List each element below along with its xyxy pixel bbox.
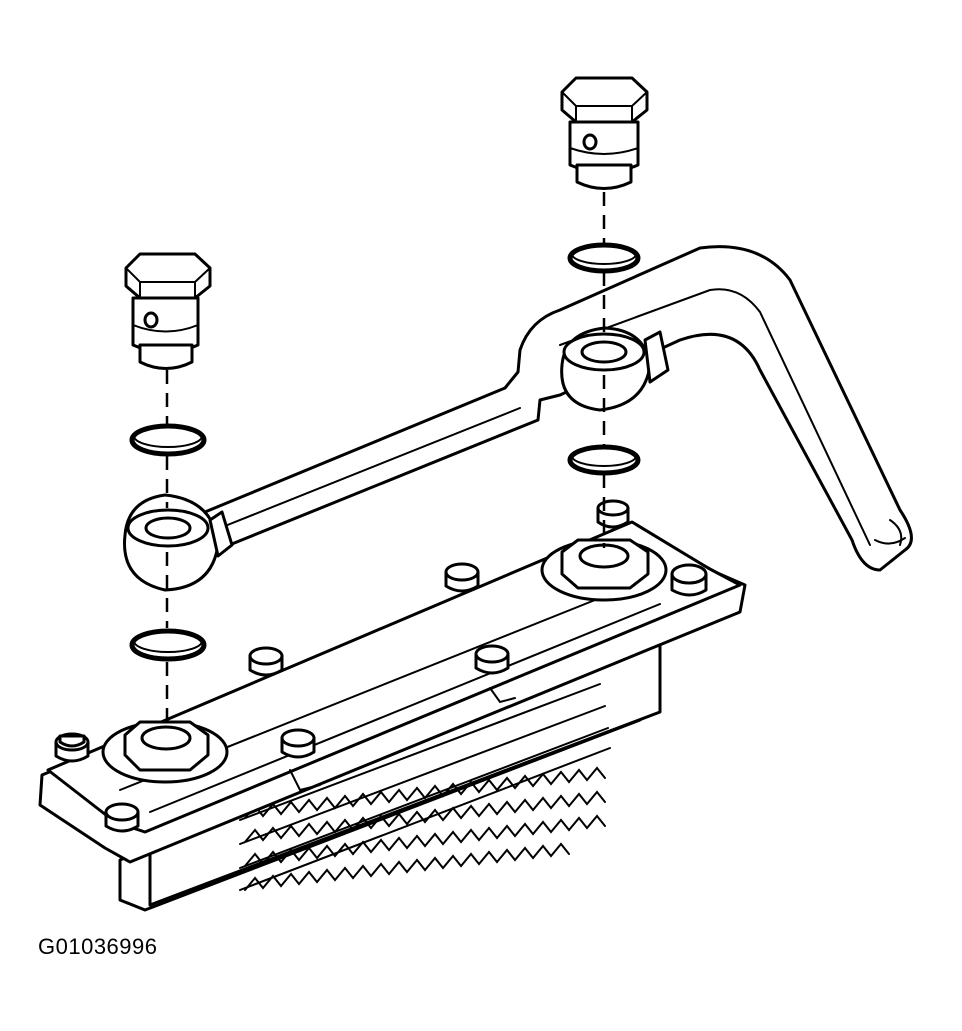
cooler-port-left <box>101 720 229 784</box>
sealing-washer <box>129 628 207 662</box>
mounting-bolt <box>248 646 284 677</box>
mounting-bolt <box>104 802 140 833</box>
banjo-bolt-left <box>124 252 212 370</box>
sealing-washer <box>567 444 641 476</box>
banjo-fitting-right <box>560 326 670 412</box>
banjo-fitting-left <box>123 493 234 592</box>
mounting-bolt <box>54 732 90 763</box>
mounting-bolt <box>670 563 708 597</box>
banjo-bolt-right <box>560 76 649 190</box>
cooler-mounting-bolts <box>54 499 708 833</box>
mounting-bolt <box>474 644 510 675</box>
sealing-washer <box>567 242 641 274</box>
cooler-fins <box>239 683 611 891</box>
mounting-bolt <box>596 499 630 529</box>
figure-id-label: G01036996 <box>38 934 158 959</box>
mounting-bolt <box>444 562 480 593</box>
oil-cooler-line <box>203 245 913 572</box>
cooler-port-right <box>540 538 668 602</box>
assembly-centerlines <box>165 192 606 728</box>
mounting-bolt <box>280 728 316 759</box>
sealing-washer <box>129 423 207 457</box>
